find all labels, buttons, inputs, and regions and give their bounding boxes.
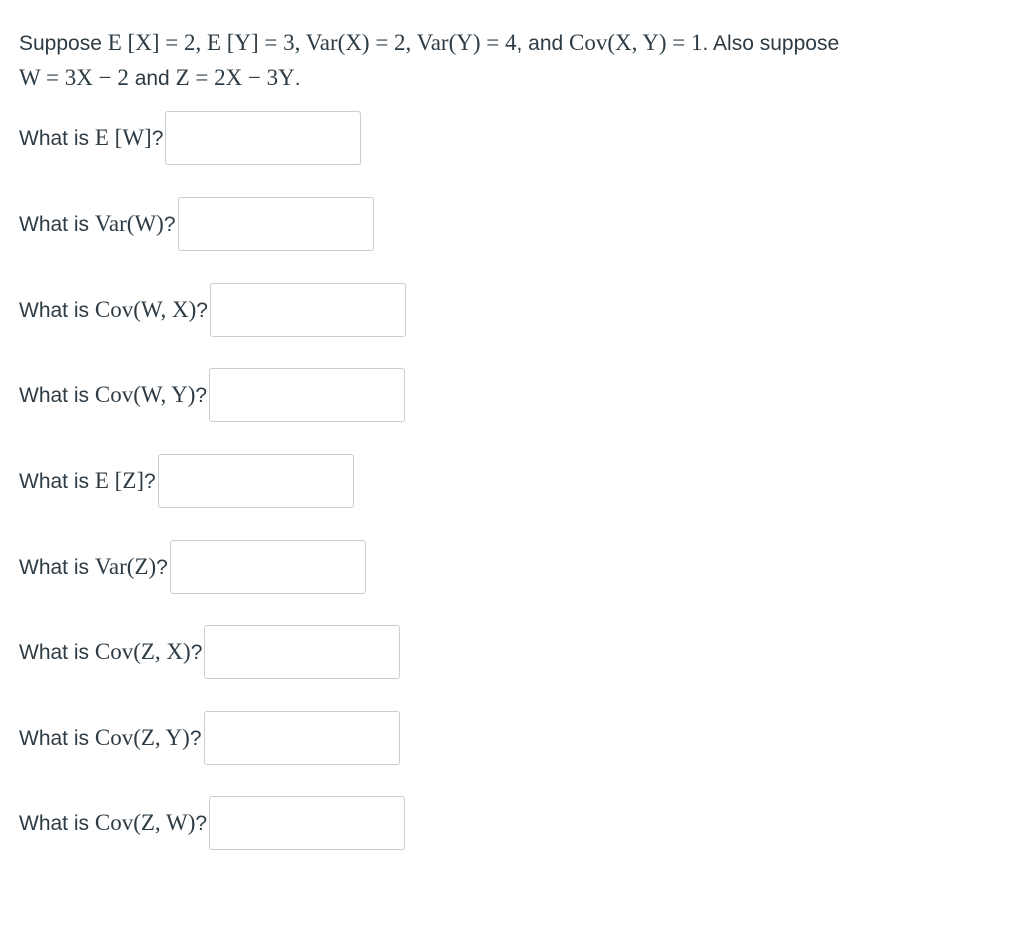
prompt-text: and [128,67,176,90]
question-row: What is Cov(Z, Y)? [19,711,400,765]
question-prefix: What is [19,556,95,579]
question-math: Cov(Z, Y) [94,725,190,750]
prompt-text: . [294,67,301,90]
answer-input[interactable] [209,368,406,422]
question-math: Var(W) [94,211,164,236]
question-suffix: ? [195,812,208,835]
prompt-math: W = 3X − 2 [19,65,129,90]
question-row: What is Cov(Z, W)? [19,796,406,850]
answer-input[interactable] [157,454,354,508]
question-prefix: What is [19,213,95,236]
question-suffix: ? [195,384,208,407]
question-label: What is Var(W)? [19,211,176,237]
question-suffix: ? [163,213,176,236]
question-label: What is E [W]? [19,125,163,151]
question-math: Cov(Z, X) [94,639,191,664]
question-prefix: What is [19,127,95,150]
prompt-math: Cov(X, Y) = 1 [569,30,703,55]
question-prefix: What is [19,470,95,493]
question-row: What is Cov(W, X)? [19,283,406,337]
question-math: Cov(Z, W) [94,810,196,835]
question-prefix: What is [19,384,95,407]
question-suffix: ? [156,556,168,579]
question-math: Cov(W, X) [94,297,197,322]
answer-input[interactable] [203,711,400,765]
answer-input[interactable] [209,283,406,337]
prompt-text: . Also suppose [702,32,840,55]
question-label: What is E [Z]? [19,468,156,494]
prompt-math: Z = 2X − 3Y [175,65,295,90]
question-row: What is Var(Z)? [19,540,366,594]
question-row: What is Cov(W, Y)? [19,368,406,422]
question-prefix: What is [19,299,95,322]
question-row: What is E [W]? [19,111,362,165]
answer-input[interactable] [209,796,406,850]
question-suffix: ? [196,299,208,322]
question-suffix: ? [151,127,164,150]
question-row: What is E [Z]? [19,454,354,508]
prompt-text: Suppose [19,32,108,55]
question-suffix: ? [189,727,202,750]
answer-input[interactable] [165,111,362,165]
question-suffix: ? [190,641,203,664]
question-math: Var(Z) [94,554,157,579]
question-label: What is Cov(W, X)? [19,297,208,323]
problem-statement-line-2: W = 3X − 2 and Z = 2X − 3Y. [19,61,839,96]
prompt-text: , and [516,32,570,55]
question-prefix: What is [19,727,95,750]
question-math: E [W] [94,125,152,150]
question-row: What is Cov(Z, X)? [19,625,401,679]
question-label: What is Cov(Z, W)? [19,810,207,836]
question-label: What is Cov(Z, Y)? [19,725,202,751]
answer-input[interactable] [204,625,401,679]
question-prefix: What is [19,641,95,664]
problem-statement: Suppose E [X] = 2, E [Y] = 3, Var(X) = 2… [19,26,839,96]
question-prefix: What is [19,812,95,835]
answer-input[interactable] [169,540,366,594]
answer-input[interactable] [177,197,374,251]
question-row: What is Var(W)? [19,197,374,251]
question-label: What is Var(Z)? [19,554,168,580]
question-label: What is Cov(Z, X)? [19,639,202,665]
question-math: E [Z] [94,468,145,493]
prompt-math: E [X] = 2, E [Y] = 3, Var(X) = 2, Var(Y)… [107,30,517,55]
problem-statement-line-1: Suppose E [X] = 2, E [Y] = 3, Var(X) = 2… [19,26,839,61]
question-suffix: ? [144,470,156,493]
question-math: Cov(W, Y) [94,382,196,407]
question-label: What is Cov(W, Y)? [19,382,207,408]
